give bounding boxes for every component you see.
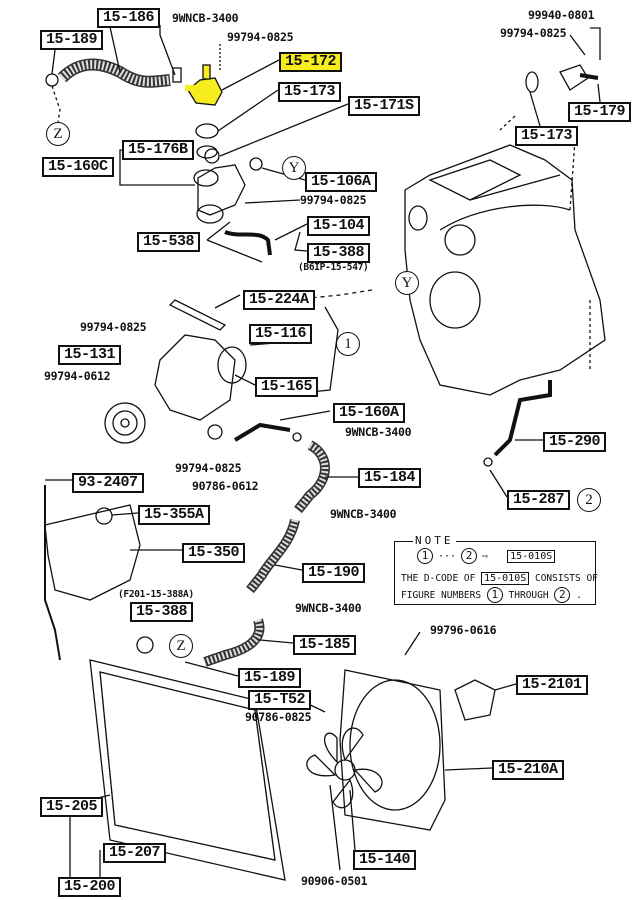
part-number: 99940-0801 xyxy=(528,8,595,22)
part-label-15-185[interactable]: 15-185 xyxy=(293,635,357,655)
part-label-15-388[interactable]: 15-388 xyxy=(307,243,371,263)
pipe xyxy=(493,380,552,457)
part-number: 90786-0612 xyxy=(192,479,259,493)
note-box: NOTE 1 ··· 2 ⇨ 15-010S THE D-CODE OF 15-… xyxy=(394,534,598,605)
callout-y: Y xyxy=(395,271,419,295)
part-label-15-355a[interactable]: 15-355A xyxy=(138,505,210,525)
part-label-15-189[interactable]: 15-189 xyxy=(40,30,104,50)
part-number: 9WNCB-3400 xyxy=(345,425,412,439)
part-label-15-2101[interactable]: 15-2101 xyxy=(516,675,588,695)
note-circle: 1 xyxy=(486,587,503,603)
part-number: 99794-0825 xyxy=(175,461,242,475)
part-number: 99794-0825 xyxy=(500,26,567,40)
gasket xyxy=(195,123,219,139)
note-text: FIGURE NUMBERS xyxy=(401,590,482,601)
water-pump xyxy=(154,334,236,421)
part-number: 99794-0612 xyxy=(44,369,111,383)
thermostat-housing xyxy=(197,164,246,216)
note-to-circle: 2 xyxy=(461,548,478,564)
part-label-15-207[interactable]: 15-207 xyxy=(103,843,167,863)
part-label-15-140[interactable]: 15-140 xyxy=(353,850,417,870)
gasket xyxy=(193,169,219,187)
part-label-15-350[interactable]: 15-350 xyxy=(182,543,246,563)
part-number: 99794-0825 xyxy=(227,30,294,44)
part-label-15-287[interactable]: 15-287 xyxy=(507,490,571,510)
part-label-15-104[interactable]: 15-104 xyxy=(307,216,371,236)
part-number: 90906-0501 xyxy=(301,874,368,888)
note-text: . xyxy=(576,590,582,601)
part-label-15-190[interactable]: 15-190 xyxy=(302,563,366,583)
note-text: THROUGH xyxy=(508,590,549,601)
bypass-pipe xyxy=(224,230,272,256)
part-number: 99794-0825 xyxy=(300,193,367,207)
part-label-15-388-lower[interactable]: 15-388 xyxy=(130,602,194,622)
thermostat-cover xyxy=(187,77,223,106)
part-number-note: (F201-15-388A) xyxy=(118,589,194,600)
part-label-15-116[interactable]: 15-116 xyxy=(249,324,313,344)
note-title: NOTE xyxy=(413,534,456,547)
callout-z: Z xyxy=(169,634,193,658)
note-code: 15-010S xyxy=(507,549,556,563)
part-label-15-106a[interactable]: 15-106A xyxy=(305,172,377,192)
part-label-15-224a[interactable]: 15-224A xyxy=(243,290,315,310)
fan-shroud xyxy=(339,669,446,831)
fan xyxy=(306,727,383,809)
part-label-15-200[interactable]: 15-200 xyxy=(58,877,122,897)
part-label-15-290[interactable]: 15-290 xyxy=(543,432,607,452)
engine-block xyxy=(404,144,606,396)
part-number: 9WNCB-3400 xyxy=(295,601,362,615)
callout-z: Z xyxy=(46,122,70,146)
part-label-15-171s[interactable]: 15-171S xyxy=(348,96,420,116)
part-number: 9WNCB-3400 xyxy=(172,11,239,25)
part-label-15-160c[interactable]: 15-160C xyxy=(42,157,114,177)
hose-clamp xyxy=(172,67,182,83)
note-text: THE D-CODE OF xyxy=(401,573,476,584)
note-ellipsis: ··· xyxy=(438,550,457,562)
part-label-15-176b[interactable]: 15-176B xyxy=(122,140,194,160)
part-label-15-t52[interactable]: 15-T52 xyxy=(248,690,312,710)
part-label-15-210a[interactable]: 15-210A xyxy=(492,760,564,780)
note-from-circle: 1 xyxy=(417,548,433,564)
pump-gasket xyxy=(168,299,227,331)
hose-clamp xyxy=(45,73,59,87)
callout-2: 2 xyxy=(577,488,601,512)
part-label-15-184[interactable]: 15-184 xyxy=(358,468,422,488)
part-label-15-179[interactable]: 15-179 xyxy=(568,102,632,122)
fan-motor xyxy=(454,679,496,721)
part-label-93-2407[interactable]: 93-2407 xyxy=(72,473,144,493)
part-label-15-173-right[interactable]: 15-173 xyxy=(515,126,579,146)
note-code-inline: 15-010S xyxy=(481,572,530,585)
part-label-15-538[interactable]: 15-538 xyxy=(137,232,201,252)
note-circle: 2 xyxy=(554,587,571,603)
coolant-reservoir xyxy=(44,504,141,601)
note-text: CONSISTS OF xyxy=(534,573,598,584)
part-label-15-160a[interactable]: 15-160A xyxy=(333,403,405,423)
part-number-note: (B6IP-15-547) xyxy=(298,262,369,273)
part-label-15-165[interactable]: 15-165 xyxy=(255,377,319,397)
radiator xyxy=(89,659,286,881)
arrow-right-icon: ⇨ xyxy=(482,550,489,562)
part-label-15-172-highlighted[interactable]: 15-172 xyxy=(279,52,343,72)
part-number: 90786-0825 xyxy=(245,710,312,724)
part-label-15-173[interactable]: 15-173 xyxy=(278,82,342,102)
part-label-15-186[interactable]: 15-186 xyxy=(97,8,161,28)
part-label-15-131[interactable]: 15-131 xyxy=(58,345,122,365)
pulley xyxy=(104,402,146,444)
thermostat xyxy=(204,148,220,164)
callout-1: 1 xyxy=(336,332,360,356)
part-label-15-205[interactable]: 15-205 xyxy=(40,797,104,817)
part-label-15-189-lower[interactable]: 15-189 xyxy=(238,668,302,688)
part-number: 99796-0616 xyxy=(430,623,497,637)
callout-y: Y xyxy=(282,156,306,180)
part-number: 9WNCB-3400 xyxy=(330,507,397,521)
part-number: 99794-0825 xyxy=(80,320,147,334)
